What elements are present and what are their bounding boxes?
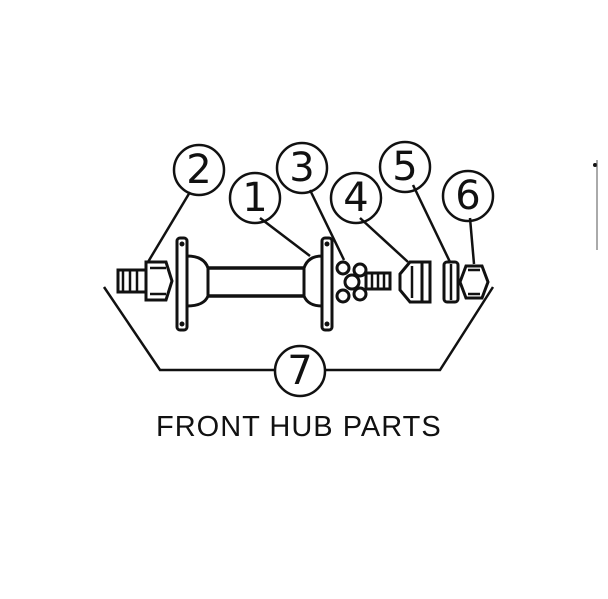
callout-7-label: 7 [287, 348, 312, 394]
part-4-cone [398, 260, 432, 304]
callout-1: 1 [228, 171, 282, 225]
callout-2: 2 [172, 143, 226, 197]
leader-lines [146, 184, 476, 265]
callout-6: 6 [441, 169, 495, 223]
callout-5-label: 5 [392, 144, 417, 190]
part-2-left-cone [116, 260, 174, 302]
scan-speck [593, 163, 597, 167]
part-1-hub-body [175, 236, 334, 332]
callout-1-label: 1 [242, 175, 267, 221]
callout-5: 5 [378, 140, 432, 194]
part-3-bearings [335, 260, 368, 304]
bracket-7 [102, 286, 495, 372]
callout-6-label: 6 [455, 173, 480, 219]
callout-7: 7 [273, 344, 327, 398]
diagram-title: FRONT HUB PARTS [156, 411, 442, 443]
part-6-locknut [458, 264, 490, 300]
axle-thread [364, 271, 392, 291]
callout-3-label: 3 [289, 145, 314, 191]
callout-3: 3 [275, 141, 329, 195]
part-5-washer [442, 260, 460, 304]
callout-4-label: 4 [343, 175, 368, 221]
callout-2-label: 2 [186, 147, 211, 193]
callout-4: 4 [329, 171, 383, 225]
